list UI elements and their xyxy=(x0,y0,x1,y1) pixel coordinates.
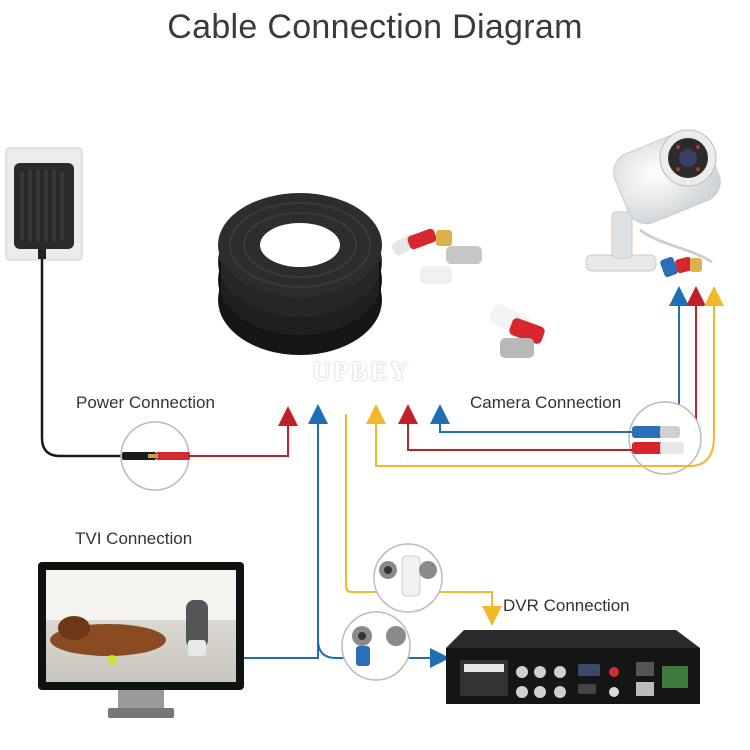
power-cord xyxy=(40,259,130,458)
power-connector-detail xyxy=(120,421,190,491)
dvr-audio-arrow xyxy=(345,414,502,626)
security-camera-image xyxy=(585,129,721,278)
dvr-bnc-detail xyxy=(341,611,411,681)
tvi-connection-label: TVI Connection xyxy=(75,529,193,548)
diagram-title: Cable Connection Diagram xyxy=(167,8,583,46)
dvr-connection-label: DVR Connection xyxy=(503,596,630,615)
power-wire-arrow xyxy=(188,406,298,457)
camera-power-arrow xyxy=(398,404,632,451)
camera-connection-label: Camera Connection xyxy=(470,393,622,412)
watermark: UPBEY xyxy=(312,357,411,386)
camera-audio-arrow xyxy=(366,404,715,467)
dvr-rca-detail xyxy=(373,543,443,613)
camera-video-arrow xyxy=(430,404,632,433)
cable-coil-image xyxy=(218,193,545,358)
power-adapter-image xyxy=(5,147,83,261)
monitor-image xyxy=(38,562,244,718)
power-connection-label: Power Connection xyxy=(76,393,215,412)
camera-connector-detail xyxy=(628,401,702,475)
tvi-video-wire xyxy=(244,404,328,659)
dvr-video-arrow xyxy=(317,639,450,668)
dvr-recorder-image xyxy=(446,630,700,704)
